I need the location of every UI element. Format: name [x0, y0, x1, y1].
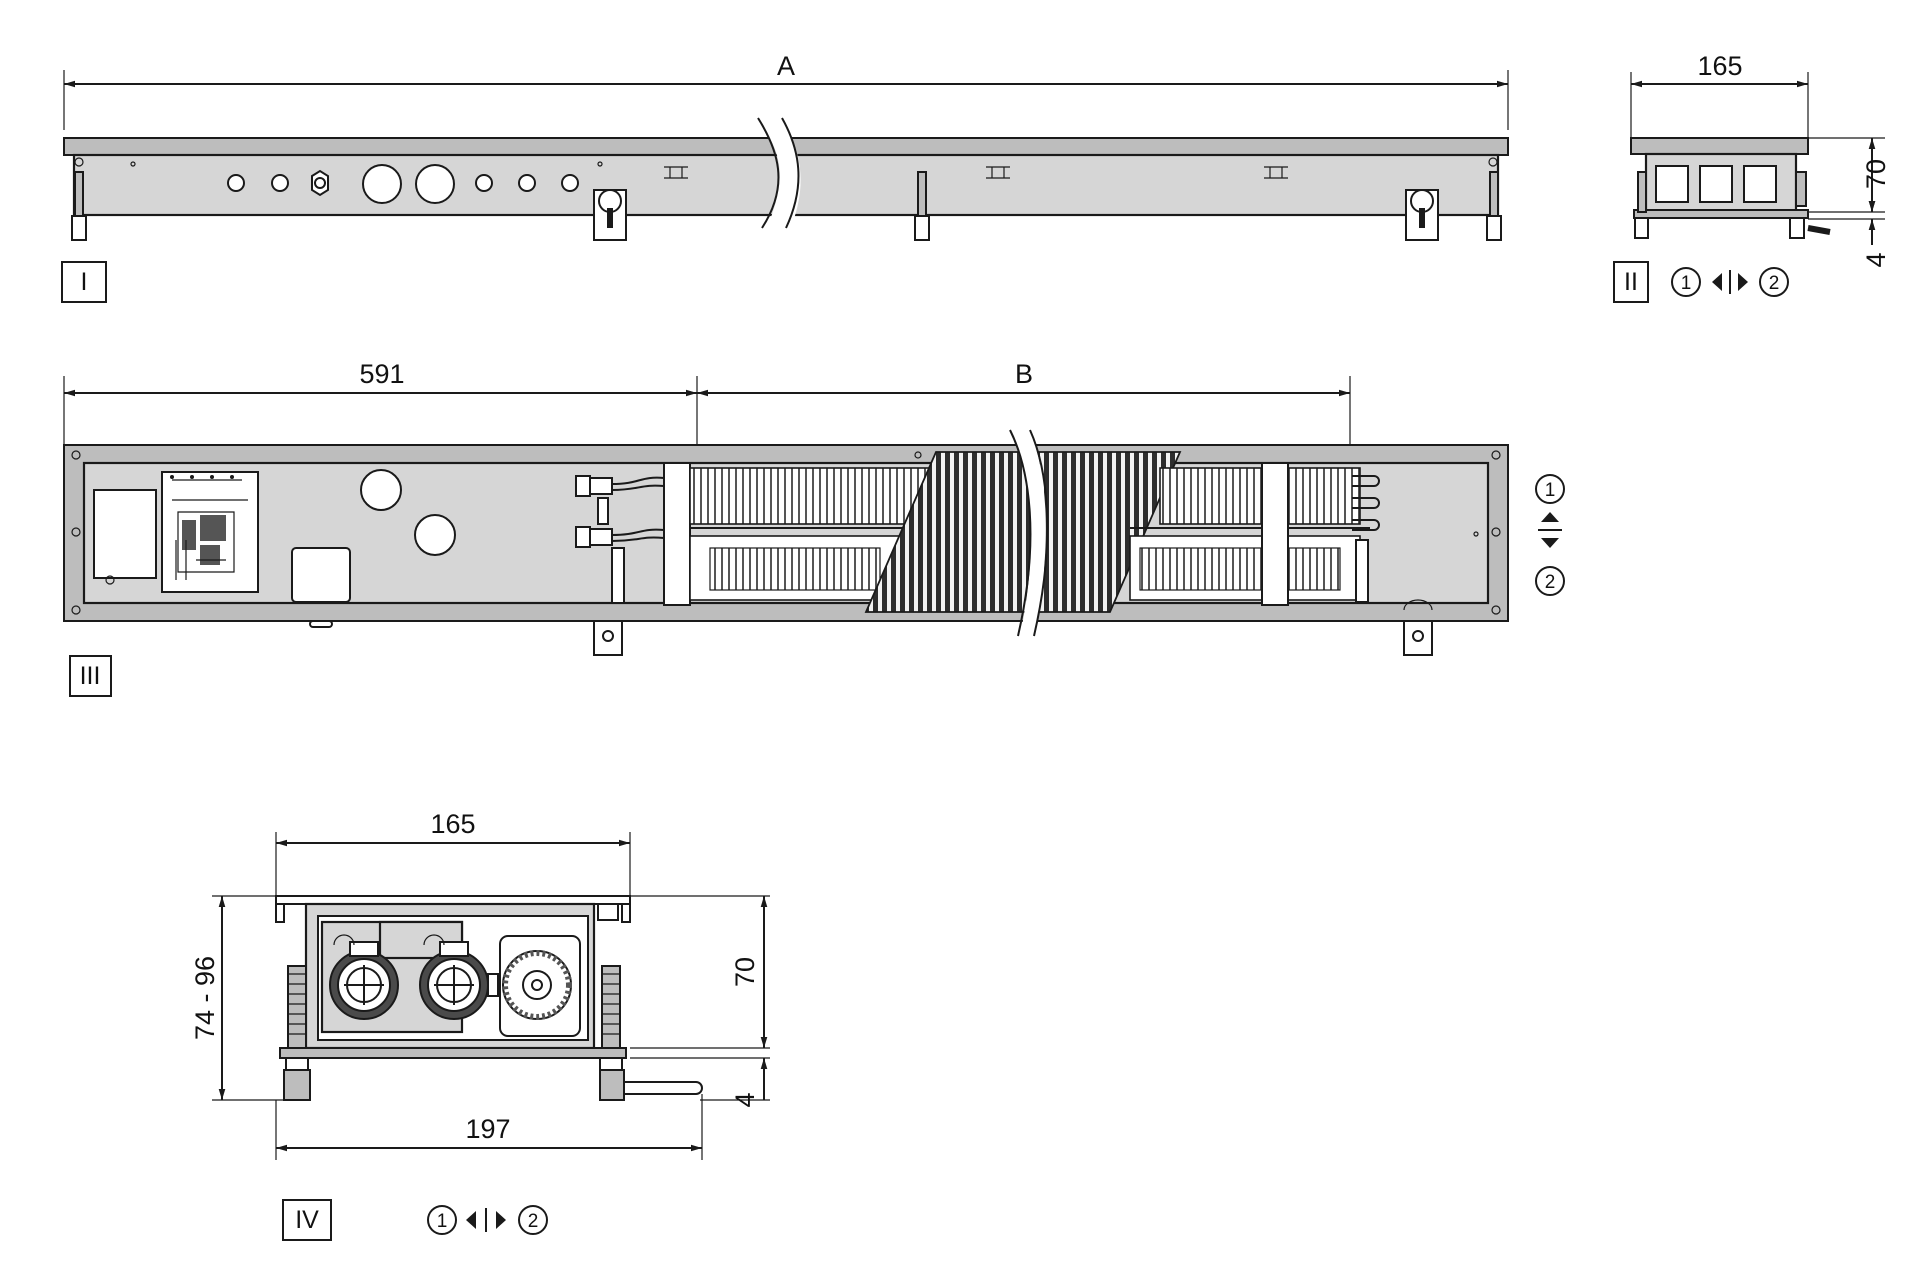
dimension-4-section-label: 4	[730, 1092, 760, 1107]
view-label-4: IV	[295, 1206, 319, 1234]
flow-direction-marker-2: 1 2	[1671, 267, 1789, 297]
section-top-rail	[275, 895, 631, 905]
view-label-1-box	[61, 261, 107, 303]
arrow-up-icon	[1541, 512, 1559, 522]
dimension-4-end-label: 4	[1861, 252, 1891, 267]
floor-anchor-bracket	[624, 1081, 703, 1095]
marker-4-one: 1	[437, 1211, 448, 1232]
view-4-cross-section: 165 74 - 96	[190, 809, 770, 1241]
view-label-1: I	[81, 268, 88, 296]
transformer-box	[93, 489, 157, 579]
dimension-70-4-end: 70 4	[1808, 137, 1891, 268]
marker-3-two: 2	[1545, 572, 1556, 593]
dimension-165-top: 165	[1630, 51, 1809, 138]
dimension-a-label: A	[777, 51, 795, 81]
view-label-4-box	[282, 1199, 332, 1241]
view-3-plan: 591 B	[63, 359, 1565, 697]
fan-frame-left	[663, 462, 691, 606]
view-label-2-box	[1613, 261, 1649, 303]
break-gap	[758, 118, 801, 225]
mounting-brackets	[593, 189, 1439, 241]
dimension-74-96-label: 74 - 96	[190, 956, 220, 1040]
arrow-left-icon	[1712, 273, 1722, 291]
fan-frame-right	[1261, 462, 1289, 606]
arrow-right-icon	[1738, 273, 1748, 291]
view-label-2: II	[1624, 268, 1638, 296]
heat-exchanger-upper-right	[1159, 467, 1361, 525]
view-label-3-box	[69, 655, 112, 697]
dimension-165-section: 165	[275, 809, 631, 896]
dimension-165-section-label: 165	[430, 809, 475, 839]
junction-box	[291, 547, 351, 603]
dimension-a: A	[63, 51, 1509, 130]
control-board	[161, 471, 259, 593]
dimension-74-96: 74 - 96	[190, 895, 290, 1101]
section-base	[279, 1047, 627, 1059]
flow-direction-marker-4: 1 2	[427, 1205, 548, 1235]
flow-direction-marker-3: 1 2	[1535, 474, 1565, 596]
dimension-197-label: 197	[465, 1114, 510, 1144]
section-leveling-feet	[283, 965, 625, 1101]
marker-2-one: 1	[1681, 273, 1692, 294]
view-1-side-elevation: A	[61, 51, 1509, 303]
linear-grille	[864, 451, 1182, 613]
tangential-fan	[499, 935, 581, 1037]
arrow-right-icon	[496, 1211, 506, 1229]
valve-left	[329, 934, 399, 1020]
connection-hole-2	[414, 514, 456, 556]
dimension-165-label: 165	[1697, 51, 1742, 81]
slot-marks	[664, 166, 1288, 179]
arrow-down-icon	[1541, 538, 1559, 548]
view-label-3: III	[80, 662, 101, 690]
heat-exchanger-upper-left	[689, 467, 931, 525]
leveling-feet	[71, 171, 1502, 241]
frame-screws	[71, 450, 1501, 615]
marker-2-two: 2	[1769, 273, 1780, 294]
end-top-rail	[1630, 137, 1809, 155]
dimension-b-label: B	[1015, 359, 1033, 389]
connection-hole-1	[360, 469, 402, 511]
pipe-stubs-right	[1352, 475, 1380, 531]
dimension-591-label: 591	[359, 359, 404, 389]
dimension-70-4-section: 70 4	[630, 895, 770, 1108]
marker-4-two: 2	[528, 1211, 539, 1232]
arrow-left-icon	[466, 1211, 476, 1229]
marker-3-one: 1	[1545, 480, 1556, 501]
dimension-70-section-label: 70	[730, 957, 760, 987]
pipe-connectors	[575, 475, 665, 604]
break-gap-plan	[1010, 430, 1046, 636]
dimension-197: 197	[275, 1094, 703, 1160]
connection-holes	[74, 157, 1498, 204]
view-2-end-elevation: 165 70 4 II 1	[1613, 51, 1891, 303]
valve-right	[419, 934, 499, 1020]
dimension-70-end-label: 70	[1861, 159, 1891, 189]
